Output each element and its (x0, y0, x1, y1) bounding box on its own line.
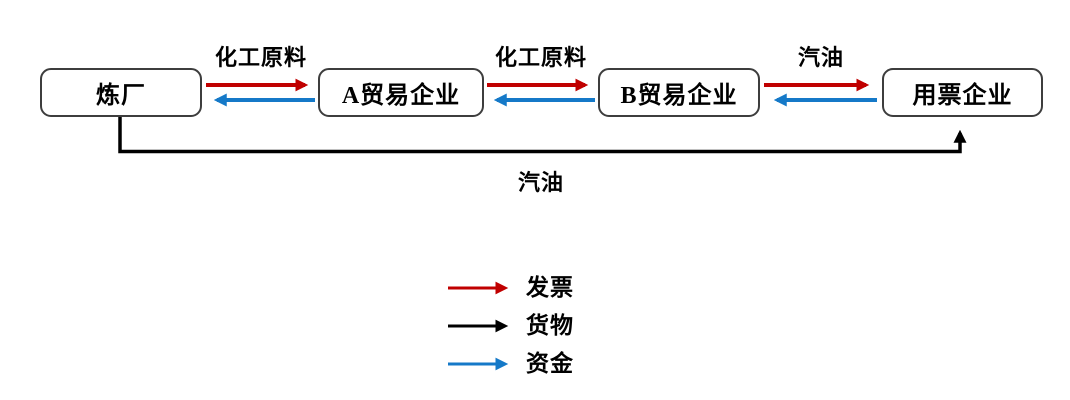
flow-label-refinery-to-a: 化工原料 (214, 45, 308, 70)
legend-funds-label: 资金 (526, 351, 574, 376)
flow-label-a-to-b: 化工原料 (494, 45, 588, 70)
node-refinery: 炼厂 (40, 68, 202, 117)
flow-label-goods-direct: 汽油 (517, 170, 565, 195)
node-ticket-user: 用票企业 (882, 68, 1043, 117)
node-trader-b: B贸易企业 (598, 68, 760, 117)
legend-goods-label: 货物 (526, 313, 574, 338)
node-trader-a-label: A贸易企业 (341, 83, 461, 109)
node-refinery-label: 炼厂 (96, 83, 146, 109)
flow-label-b-to-user: 汽油 (797, 45, 845, 70)
goods-arrow-refinery-to-user (118, 117, 967, 154)
node-trader-b-label: B贸易企业 (620, 83, 738, 109)
node-trader-a: A贸易企业 (318, 68, 484, 117)
legend-invoice-label: 发票 (526, 275, 574, 300)
node-ticket-user-label: 用票企业 (912, 83, 1013, 109)
